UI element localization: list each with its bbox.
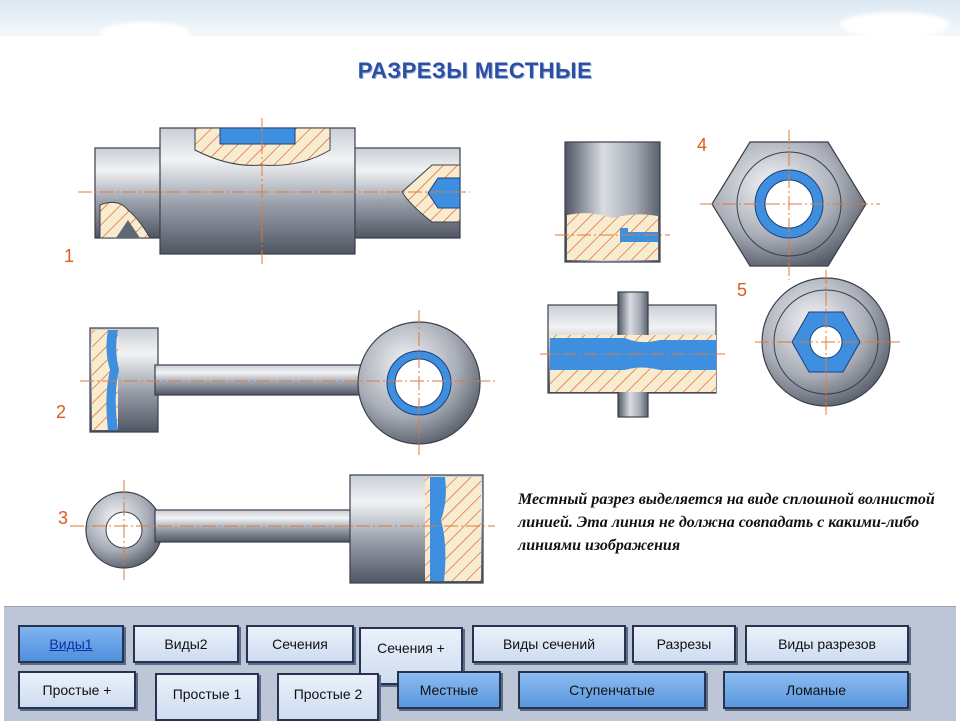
figure-5-fitting-side: [540, 291, 725, 418]
nav-label: Виды разрезов: [778, 636, 876, 652]
top-header-band: [0, 0, 960, 44]
nav-button-vidy1[interactable]: Виды1: [18, 625, 124, 663]
nav-label: Простые 1: [172, 686, 242, 702]
nav-label: Виды1: [49, 636, 93, 652]
figure-5-hex-socket: [755, 270, 900, 415]
nav-label: Местные: [419, 682, 479, 698]
nav-button-prostye-2[interactable]: Простые 2: [277, 673, 379, 721]
nav-label: Простые 2: [293, 686, 363, 702]
nav-button-lomanye[interactable]: Ломаные: [723, 671, 909, 709]
figure-1-shaft: [78, 118, 470, 265]
nav-button-razrezy[interactable]: Разрезы: [632, 625, 736, 663]
figure-4-hex-nut: [700, 130, 880, 280]
figure-4-nut-side: [555, 141, 670, 263]
nav-button-prostye-plus[interactable]: Простые +: [18, 671, 136, 709]
nav-label: Ломаные: [786, 682, 846, 698]
nav-label: Простые +: [42, 682, 112, 698]
nav-button-vidy-secheniy[interactable]: Виды сечений: [472, 625, 626, 663]
nav-button-mestnye[interactable]: Местные: [397, 671, 501, 709]
figure-label-5: 5: [737, 280, 747, 300]
technical-drawing: 1 2 3 4 5: [56, 118, 900, 584]
nav-button-vidy2[interactable]: Виды2: [133, 625, 239, 663]
nav-button-vidy-razrezov[interactable]: Виды разрезов: [745, 625, 909, 663]
nav-label: Сечения +: [377, 640, 445, 656]
slide-title: РАЗРЕЗЫ МЕСТНЫЕ: [357, 58, 593, 83]
nav-label: Разрезы: [656, 636, 712, 652]
figure-label-4: 4: [697, 135, 707, 155]
nav-label: Ступенчатые: [569, 682, 655, 698]
nav-button-prostye-1[interactable]: Простые 1: [155, 673, 259, 721]
caption-text: Местный разрез выделяется на виде сплошн…: [518, 491, 935, 554]
figure-3-rod: [70, 474, 495, 584]
nav-label: Сечения: [272, 636, 328, 652]
nav-label: Виды2: [164, 636, 208, 652]
figure-label-1: 1: [64, 246, 74, 266]
nav-button-stupenchatye[interactable]: Ступенчатые: [518, 671, 706, 709]
figure-2-rod: [80, 310, 495, 455]
figure-label-3: 3: [58, 508, 68, 528]
figure-label-2: 2: [56, 402, 66, 422]
navigation-panel: Виды1 Виды2 Сечения Сечения + Виды сечен…: [4, 606, 956, 721]
nav-label: Виды сечений: [502, 636, 596, 652]
nav-button-secheniya[interactable]: Сечения: [246, 625, 354, 663]
